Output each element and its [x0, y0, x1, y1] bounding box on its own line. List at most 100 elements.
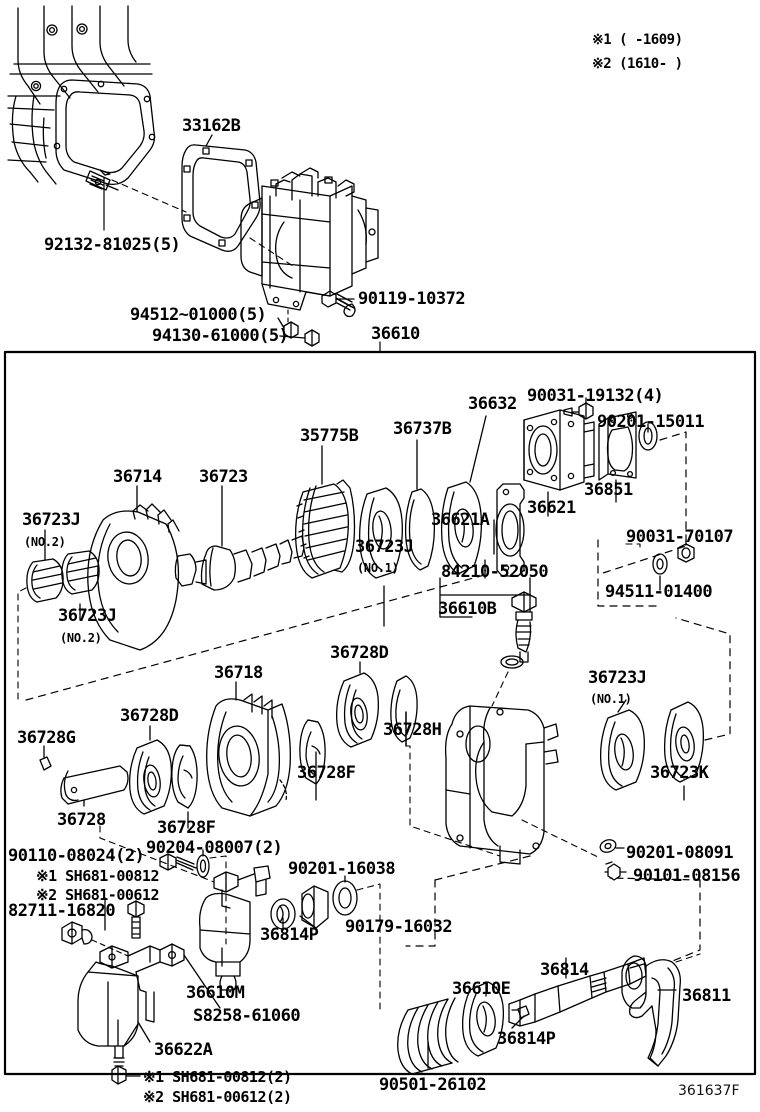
part-36714: 36714 — [113, 467, 162, 487]
bearing-36723J-no2-drawing — [26, 550, 100, 603]
shaft-36814-drawing — [508, 957, 647, 1027]
part-36851: 36851 — [584, 480, 633, 500]
shaft-36723-drawing — [174, 535, 305, 591]
drum-36718-drawing — [206, 693, 291, 817]
stud-92132-81025-drawing — [85, 169, 119, 191]
washer-36728H-drawing — [390, 675, 418, 743]
part-sh681-00612-b: ※2 SH681-00612(2) — [143, 1088, 292, 1106]
bearing-36728D-a-drawing — [129, 739, 172, 815]
bolt-small-drawing — [127, 900, 145, 939]
part-82711-16820: 82711-16820 — [8, 901, 116, 921]
part-36610E: 36610E — [452, 979, 511, 999]
part-90501-26102: 90501-26102 — [379, 1075, 487, 1095]
part-90201-15011: 90201-15011 — [597, 412, 705, 432]
part-94511-01400: 94511-01400 — [605, 582, 713, 602]
part-sh681-00812-a: ※1 SH681-00812 — [36, 867, 159, 885]
part-36723K: 36723K — [650, 763, 709, 783]
pin-36814P-b-drawing — [517, 1005, 530, 1019]
bolt-90101-08156-drawing — [604, 861, 627, 881]
part-90101-08156: 90101-08156 — [633, 866, 741, 886]
part-36728: 36728 — [57, 810, 106, 830]
part-36723J-no2-a: 36723J — [22, 510, 81, 530]
part-36610B: 36610B — [438, 599, 497, 619]
part-36728H: 36728H — [383, 720, 442, 740]
part-36728F-c: 36728F — [297, 763, 356, 783]
part-90031-19132: 90031-19132(4) — [527, 386, 664, 406]
part-36728G: 36728G — [17, 728, 76, 748]
bearing-36728D-b-drawing — [336, 672, 379, 748]
nut-drawing — [301, 885, 329, 929]
part-36610M: 36610M — [186, 983, 245, 1003]
part-36718: 36718 — [214, 663, 263, 683]
bearing-36723J-no1-b-drawing — [600, 709, 645, 791]
part-S8258-61060: S8258-61060 — [193, 1006, 301, 1026]
note-2: ※2 (1610- ) — [592, 56, 683, 72]
part-90110-08024: 90110-08024(2) — [8, 846, 145, 866]
part-36728F-a: 36728F — [157, 818, 216, 838]
bracket-36851-drawing — [598, 411, 637, 481]
part-36723J-no2-a-sub: (NO.2) — [24, 535, 66, 549]
sensor-36610B-drawing — [500, 591, 537, 669]
part-36622A: 36622A — [154, 1040, 213, 1060]
part-36610: 36610 — [371, 324, 420, 344]
ring-36621A-drawing — [359, 487, 403, 579]
actuator-36610-drawing — [240, 167, 379, 311]
sleeve-36610E-drawing — [462, 981, 504, 1057]
part-94130-61000: 94130-61000(5) — [152, 326, 289, 346]
clip-82711-16820-drawing — [61, 921, 93, 945]
part-sh681-00812-b: ※1 SH681-00812(2) — [143, 1068, 292, 1086]
snapring-36728F-a-drawing — [171, 744, 198, 809]
gear-36714-drawing — [87, 503, 180, 651]
bolt-sh681-drawing — [111, 1045, 141, 1085]
part-90031-70107: 90031-70107 — [626, 527, 734, 547]
housing-36621-drawing — [523, 409, 595, 491]
part-90201-08091: 90201-08091 — [626, 843, 734, 863]
part-36723J-no1-b: 36723J — [588, 668, 647, 688]
part-36632: 36632 — [468, 394, 517, 414]
part-92132-81025: 92132-81025(5) — [44, 235, 181, 255]
pin-36728G-drawing — [39, 756, 52, 771]
part-90119-10372: 90119-10372 — [358, 289, 466, 309]
part-90204-08007: 90204-08007(2) — [146, 838, 283, 858]
part-36723: 36723 — [199, 467, 248, 487]
part-90201-16038: 90201-16038 — [288, 859, 396, 879]
washer-90201-16038-drawing — [332, 880, 358, 916]
bolt-90110-08024-drawing — [159, 853, 197, 871]
body-36610M-drawing — [198, 892, 251, 991]
part-36814P-b: 36814P — [497, 1029, 556, 1049]
part-36728D-b: 36728D — [330, 643, 389, 663]
part-84210-52050: 84210-52050 — [441, 562, 549, 582]
part-36814P-a: 36814P — [260, 925, 319, 945]
ring-36632-drawing — [440, 481, 482, 575]
bolt-90119-10372-drawing — [321, 290, 356, 318]
part-36621A: 36621A — [431, 510, 490, 530]
part-36811: 36811 — [682, 986, 731, 1006]
part-33162B: 33162B — [182, 116, 241, 136]
part-36814: 36814 — [540, 960, 589, 980]
part-36723J-no1-b-sub: (NO.1) — [590, 692, 632, 706]
gasket-33162B-drawing — [181, 144, 261, 252]
shaft-36728-drawing — [60, 765, 129, 805]
figure-code: 361637F — [678, 1083, 740, 1099]
transmission-case-drawing — [7, 5, 156, 186]
bracket-pin-drawing — [213, 865, 271, 909]
part-36723J-no1-a-sub: (NO.1) — [357, 561, 399, 575]
part-35775B: 35775B — [300, 426, 359, 446]
housing-36610-drawing — [444, 705, 559, 865]
part-36723J-no2-b-sub: (NO.2) — [60, 631, 102, 645]
bracket-36622A-drawing — [77, 943, 185, 1047]
fork-36811-drawing — [621, 955, 681, 1067]
fastener-90031-70107-drawing — [652, 543, 695, 575]
washer-36737B-drawing — [404, 488, 436, 571]
fastener-94512-94130-drawing — [283, 321, 320, 347]
part-36621: 36621 — [527, 498, 576, 518]
part-sh681-00612-a: ※2 SH681-00612 — [36, 886, 159, 904]
part-36723J-no2-b: 36723J — [58, 606, 117, 626]
part-36737B: 36737B — [393, 419, 452, 439]
seal-36723K-drawing — [663, 701, 704, 783]
washer-90204-08007-drawing — [196, 854, 210, 878]
synchro-35775B-drawing — [295, 479, 356, 579]
retainer-36621-drawing — [495, 483, 525, 577]
fastener-90201-08091-drawing — [599, 839, 617, 853]
